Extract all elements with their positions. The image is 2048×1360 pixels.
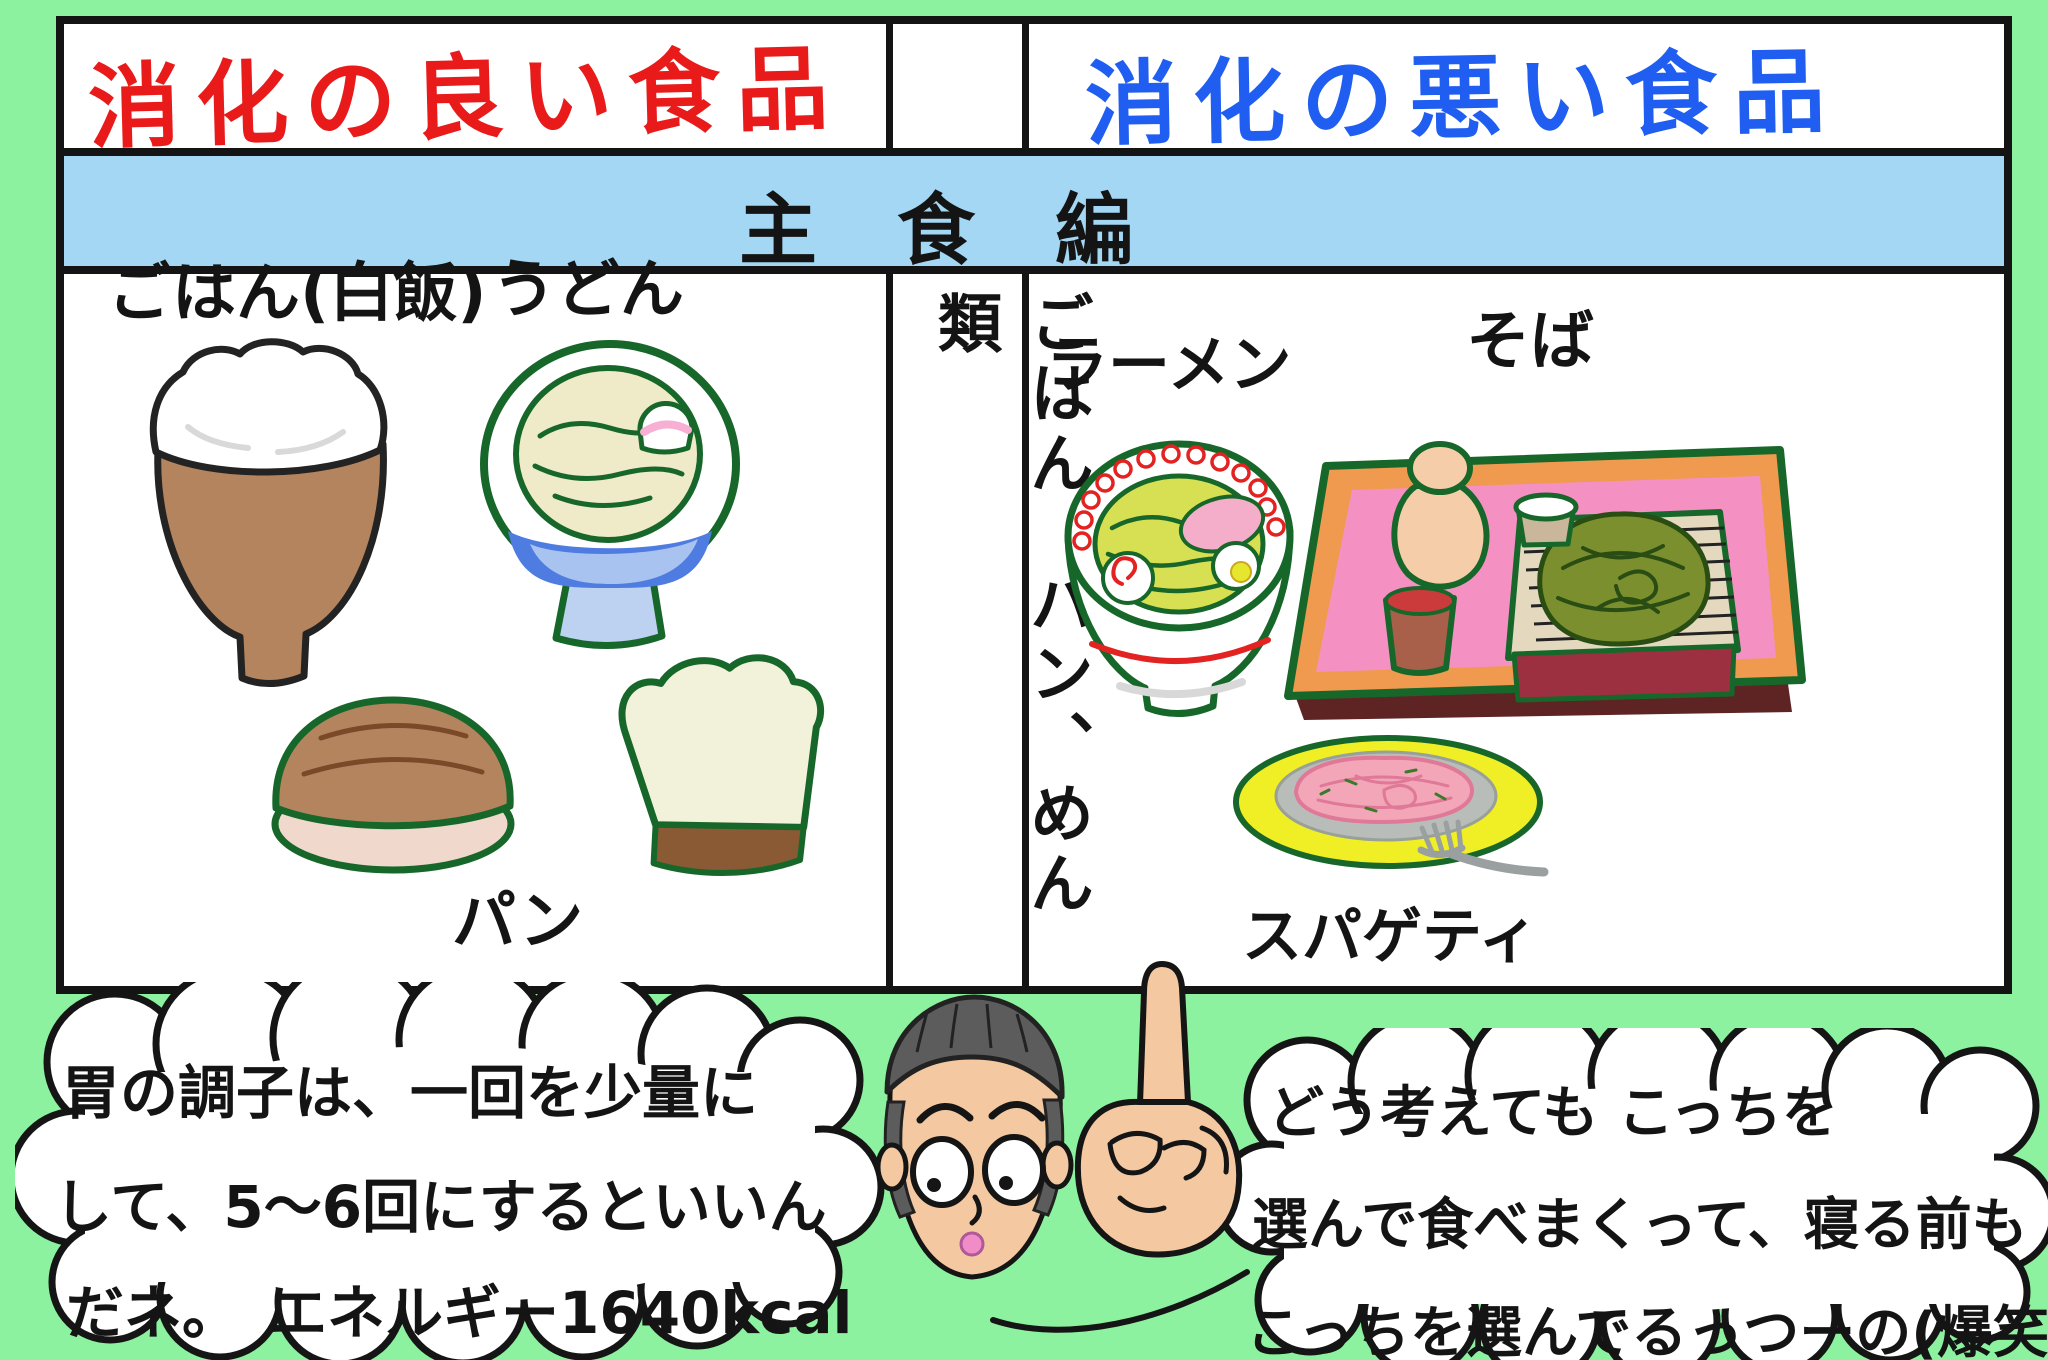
nose [969, 1194, 982, 1226]
left-speech-bubble [15, 982, 885, 1360]
label-pan: パン [452, 885, 584, 959]
table-border-header-bottom [56, 148, 2012, 156]
good-foods-title: 消化の良い食品 [86, 35, 846, 162]
left-bubble-line-2: して、5〜6回にするといいん [54, 1173, 827, 1241]
spaghetti-plate-illustration [1233, 735, 1549, 877]
right-bubble-line-3: こっちを選んでるっつーの(爆笑)。 [1246, 1301, 2048, 1360]
toast-illustration [618, 654, 824, 876]
staple-banner-title: 主食編 [738, 186, 1213, 276]
left-bubble-line-3: だネ。 エネルギー1640kcal [66, 1279, 853, 1347]
label-soba: そば [1466, 305, 1594, 379]
fist [1074, 1098, 1243, 1258]
right-eyebrow [988, 1101, 1046, 1122]
ramen-bowl-illustration [1064, 440, 1294, 718]
bread-roll-illustration [271, 696, 515, 874]
right-eye [982, 1134, 1046, 1206]
soba-noodle-swirls [1556, 544, 1690, 614]
man-face-illustration [875, 994, 1074, 1280]
rice-bowl-illustration [149, 338, 388, 688]
ramen-rim-spiral-pattern [1072, 444, 1286, 551]
table-border-column-divider-left [886, 274, 893, 988]
label-gohan: ごはん(白飯) [108, 257, 487, 331]
fork-icon [1417, 819, 1549, 877]
left-eyebrow [916, 1103, 974, 1124]
right-bubble-line-1: どう考えても こっちを [1268, 1081, 1838, 1146]
label-ramen: ラーメン [1046, 328, 1292, 401]
spaghetti-swirls [1316, 774, 1453, 810]
index-finger [1137, 961, 1191, 1107]
bad-foods-title: 消化の悪い食品 [1084, 38, 1843, 159]
right-speech-bubble [1222, 1028, 2048, 1360]
hair-scribbles [915, 1003, 1029, 1053]
right-bubble-line-2: 選んで食べまくって、寝る前も [1252, 1193, 2028, 1258]
speech-tail-line [990, 1269, 1250, 1333]
knuckle-lines [1107, 1125, 1229, 1213]
udon-bowl-illustration [480, 340, 740, 650]
label-udon: うどん [492, 253, 684, 327]
table-border-header-divider-right [1022, 22, 1029, 148]
soba-tray-illustration [1284, 441, 1806, 720]
label-spaghetti: スパゲティ [1242, 902, 1539, 972]
mouth [959, 1231, 985, 1257]
pointing-hand-illustration [1074, 961, 1243, 1258]
herb-specks [1319, 768, 1447, 813]
left-eye [910, 1136, 974, 1208]
table-border-column-divider-right [1022, 274, 1029, 988]
staple-banner [64, 156, 2004, 266]
table-border-header-divider-left [886, 22, 893, 148]
table-border-banner-bottom [56, 266, 2012, 274]
left-bubble-line-1: 胃の調子は、一回を少量に [62, 1059, 759, 1127]
